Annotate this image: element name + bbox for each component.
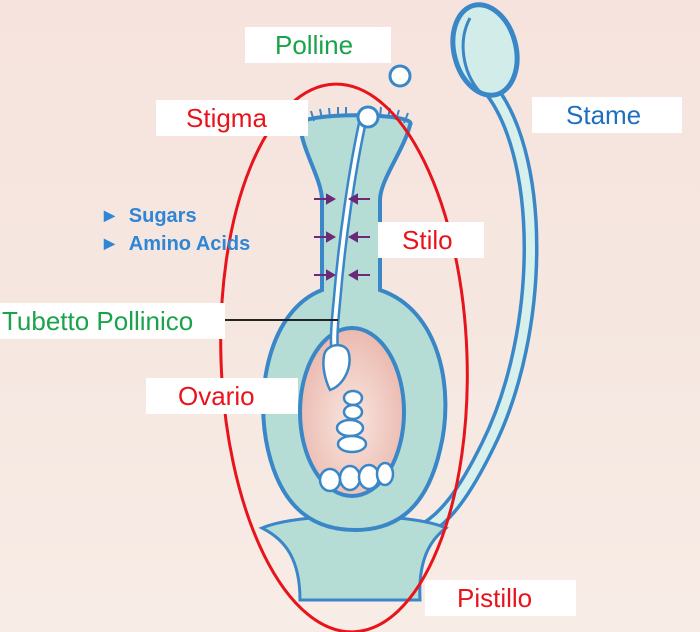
nutrient-arrows xyxy=(314,193,370,281)
label-ovario: Ovario xyxy=(146,378,298,414)
label-tubetto-pollinico: Tubetto Pollinico xyxy=(0,303,225,339)
stamen-anther xyxy=(450,2,520,98)
label-pistillo: Pistillo xyxy=(425,580,576,616)
pollen-tube-tip xyxy=(322,344,351,392)
nutrient-amino-acids: ▶Amino Acids xyxy=(104,233,251,255)
label-polline: Polline xyxy=(245,27,391,63)
pollen-grain-stigma xyxy=(356,105,380,129)
pollen-grain-free xyxy=(388,64,412,88)
nutrient-sugars: ▶Sugars xyxy=(104,205,197,227)
label-stigma: Stigma xyxy=(156,100,308,136)
label-stilo: Stilo xyxy=(378,222,484,258)
label-stame: Stame xyxy=(532,97,682,133)
triangle-bullet-icon: ▶ xyxy=(104,207,115,223)
triangle-bullet-icon: ▶ xyxy=(104,235,115,251)
ovules xyxy=(318,389,395,493)
